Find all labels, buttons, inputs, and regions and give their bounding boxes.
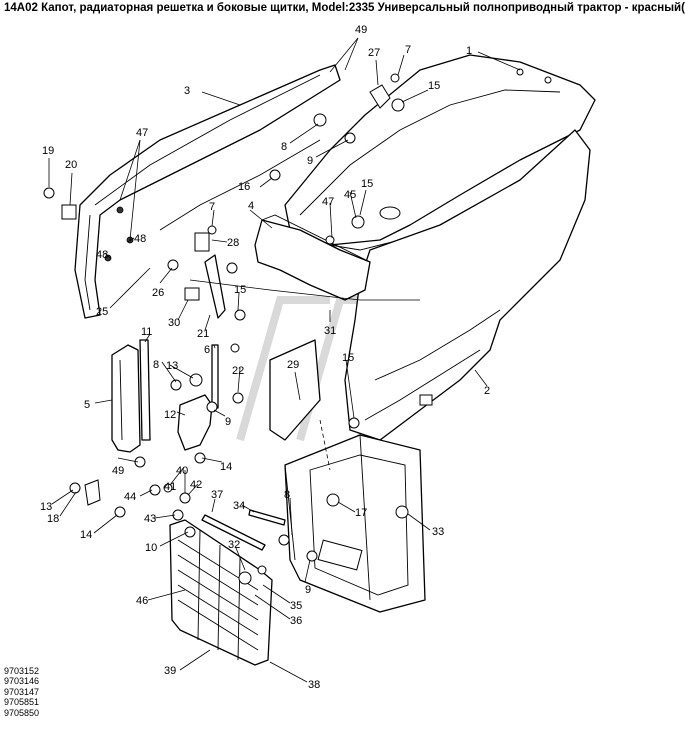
- callout-12: 12: [164, 409, 176, 421]
- callout-10: 10: [145, 542, 157, 554]
- callout-42: 42: [190, 479, 202, 491]
- air-duct: [254, 214, 371, 301]
- callout-7-b: 7: [209, 201, 215, 213]
- radiator-support-frame: [284, 419, 426, 613]
- callout-49-a: 49: [355, 24, 367, 36]
- callout-labels: 1 2 3 4 5 6 7 7 8 8 8 9 9 9 10 11 12 13 …: [40, 24, 490, 691]
- callout-9-b: 9: [225, 416, 231, 428]
- callout-44: 44: [124, 491, 136, 503]
- callout-37: 37: [211, 489, 223, 501]
- callout-21: 21: [197, 328, 209, 340]
- callout-15-d: 15: [342, 352, 354, 364]
- callout-25: 25: [96, 306, 108, 318]
- strut-21: [204, 254, 226, 319]
- callout-33: 33: [432, 526, 444, 538]
- callout-41: 41: [164, 481, 176, 493]
- support-rod: [211, 344, 219, 409]
- callout-20: 20: [65, 159, 77, 171]
- exploded-parts-diagram: 1 2 3 4 5 6 7 7 8 8 8 9 9 9 10 11 12 13 …: [40, 24, 596, 691]
- callout-14-b: 14: [80, 529, 92, 541]
- callout-5: 5: [84, 399, 90, 411]
- callout-17: 17: [355, 507, 367, 519]
- callout-19: 19: [42, 145, 54, 157]
- callout-34: 34: [233, 500, 245, 512]
- hood-top: [284, 54, 596, 251]
- callout-31: 31: [324, 325, 336, 337]
- callout-22: 22: [232, 365, 244, 377]
- callout-47-b: 47: [322, 196, 334, 208]
- side-panel: [344, 129, 591, 441]
- callout-3: 3: [184, 85, 190, 97]
- callout-13-a: 13: [166, 360, 178, 372]
- callout-7-a: 7: [405, 44, 411, 56]
- callout-30: 30: [168, 317, 180, 329]
- callout-1: 1: [466, 45, 472, 57]
- callout-11: 11: [141, 326, 152, 338]
- callout-36: 36: [290, 615, 302, 627]
- bracket-12: [177, 394, 213, 451]
- callout-46: 46: [136, 595, 148, 607]
- callout-47-a: 47: [136, 127, 148, 139]
- leader-lines: [48, 37, 521, 683]
- diagram-title: 14A02 Капот, радиаторная решетка и боков…: [4, 2, 685, 14]
- callout-18: 18: [47, 513, 59, 525]
- callout-27: 27: [368, 47, 380, 59]
- callout-48-b: 48: [134, 233, 146, 245]
- callout-9-a: 9: [307, 155, 313, 167]
- callout-4: 4: [248, 200, 254, 212]
- side-seal-strip: [111, 344, 141, 453]
- callout-14-a: 14: [220, 461, 232, 473]
- callout-39: 39: [164, 665, 176, 677]
- callout-8-a: 8: [281, 141, 287, 153]
- callout-8-c: 8: [284, 489, 290, 501]
- grille-assembly: [169, 519, 273, 666]
- callout-8-b: 8: [153, 359, 159, 371]
- part-code: 9705851: [4, 697, 40, 708]
- callout-40: 40: [176, 465, 188, 477]
- callout-15-c: 15: [234, 284, 246, 296]
- callout-38: 38: [308, 679, 320, 691]
- callout-15-b: 15: [361, 178, 373, 190]
- part-code: 9703147: [4, 686, 40, 697]
- callout-49-b: 49: [112, 465, 124, 477]
- latch-panel: [269, 339, 321, 441]
- callout-6: 6: [204, 344, 210, 356]
- callout-9-c: 9: [305, 584, 311, 596]
- callout-26: 26: [152, 287, 164, 299]
- callout-32: 32: [228, 539, 240, 551]
- callout-29: 29: [287, 359, 299, 371]
- rods: [201, 509, 286, 551]
- callout-2: 2: [484, 385, 490, 397]
- callout-28: 28: [227, 237, 239, 249]
- callout-13-b: 13: [40, 501, 52, 513]
- callout-16: 16: [238, 181, 250, 193]
- part-code: 9703152: [4, 666, 40, 676]
- callout-35: 35: [290, 600, 302, 612]
- callout-15-a: 15: [428, 80, 440, 92]
- callout-48-a: 48: [96, 249, 108, 261]
- part-number-list: 9703152 9703146 9703147 9705851 9705850: [4, 666, 84, 718]
- hardware: [43, 73, 409, 585]
- part-code: 9705850: [4, 707, 40, 718]
- callout-45: 45: [344, 189, 356, 201]
- callout-43: 43: [144, 513, 156, 525]
- hood-front-frame: [74, 64, 341, 319]
- part-code: 9703146: [4, 676, 40, 687]
- strip-11: [139, 339, 151, 441]
